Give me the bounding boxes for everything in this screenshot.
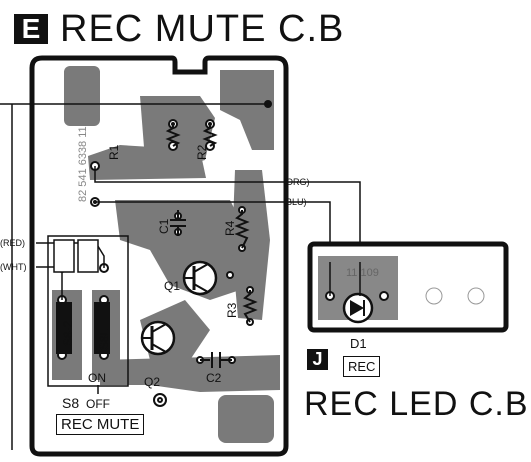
switch-off-label: OFF	[86, 397, 110, 411]
switch-on-label: ON	[88, 371, 106, 385]
label-s8l: S8L	[97, 328, 111, 350]
label-r3: R3	[225, 302, 239, 318]
label-c1: C1	[157, 218, 171, 234]
wire-label-red: (RED)	[0, 238, 25, 248]
label-q2: Q2	[144, 375, 160, 389]
board-j-badge: J	[307, 349, 328, 370]
rec-led-box-label: REC	[343, 356, 381, 377]
label-q1: Q1	[164, 279, 180, 293]
rec-mute-switch-label: REC MUTE	[56, 414, 145, 435]
wire-label-org: (ORG)	[283, 177, 310, 187]
wire-label-wht: (WHT)	[0, 262, 27, 272]
led-board-marking: 11 109	[346, 267, 379, 279]
label-c2: C2	[206, 371, 222, 385]
rec-mute-board-title: REC MUTE C.B	[60, 8, 345, 50]
part-number: 82 541 6338 11	[77, 126, 89, 202]
label-r4: R4	[223, 220, 237, 236]
wire-top-left	[0, 103, 268, 450]
rec-led-board-title: REC LED C.B	[304, 385, 529, 423]
wire-blu	[95, 201, 331, 262]
switch-s8-frame	[47, 235, 129, 387]
capacitor-c2	[200, 352, 232, 368]
board-e-badge: E	[14, 14, 48, 44]
label-d1: D1	[350, 336, 367, 351]
led-d1-symbol	[342, 292, 374, 324]
label-r2: R2	[195, 144, 209, 160]
transistor-q2	[140, 320, 176, 356]
switch-name-label: S8	[62, 395, 79, 411]
transistor-q1	[182, 260, 218, 296]
wire-org	[94, 166, 361, 262]
wire-label-blu: (BLU)	[283, 197, 307, 207]
label-s8-2: S8-2	[61, 320, 75, 346]
capacitor-c1	[170, 210, 186, 236]
resistors	[165, 124, 258, 323]
label-r1: R1	[107, 144, 121, 160]
